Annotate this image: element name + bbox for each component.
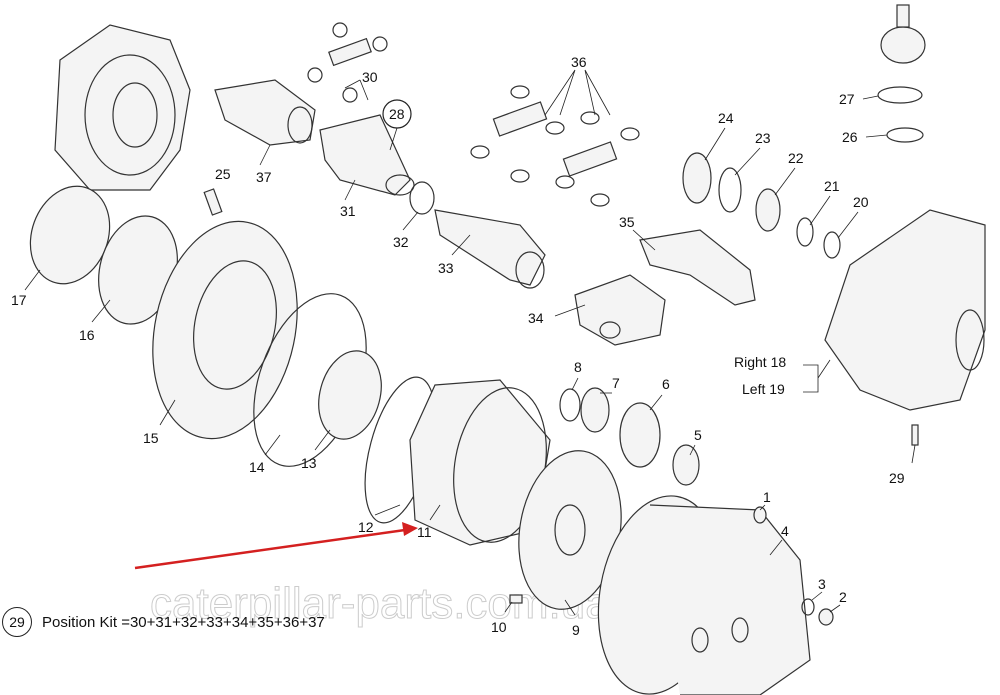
label-23: 23: [755, 130, 771, 146]
bearing-7: [580, 387, 610, 433]
bearing-13: [318, 350, 382, 440]
label-13: 13: [301, 455, 317, 471]
seal-24: [682, 152, 712, 204]
universal-joint-yoke-37: [214, 79, 316, 146]
label-8: 8: [574, 359, 582, 375]
label-36: 36: [571, 54, 587, 70]
label-32: 32: [393, 234, 409, 250]
ring-23: [718, 167, 742, 213]
label-5: 5: [694, 427, 702, 443]
pin-10: [509, 594, 523, 604]
cross-kit-36: [470, 85, 640, 207]
wheel-hub-15: [152, 220, 298, 440]
steering-knuckle-18-19: [824, 209, 986, 411]
callout-labels: 30 36 28 24 23 22 21 20 27 26 37 25 31 3…: [11, 54, 905, 638]
planetary-housing-4: [597, 495, 811, 695]
planetary-carrier-housing: [54, 24, 191, 191]
kingpin-cap: [880, 4, 926, 64]
o-ring-32: [409, 181, 435, 215]
cross-30: [307, 22, 388, 103]
kit-description: Position Kit =30+31+32+33+34+35+36+37: [42, 613, 325, 631]
label-33: 33: [438, 260, 454, 276]
label-14: 14: [249, 459, 265, 475]
label-34: 34: [528, 310, 544, 326]
label-17: 17: [11, 292, 27, 308]
label-28-circle: [382, 99, 412, 129]
ring-8: [559, 388, 581, 422]
label-26: 26: [842, 129, 858, 145]
label-9: 9: [572, 622, 580, 638]
label-12: 12: [358, 519, 374, 535]
label-29: 29: [889, 470, 905, 486]
label-30: 30: [362, 69, 378, 85]
slip-yoke-31: [319, 114, 415, 196]
plug-1: [753, 506, 767, 524]
label-15: 15: [143, 430, 159, 446]
label-10: 10: [491, 619, 507, 635]
yoke-34: [574, 274, 666, 346]
label-6: 6: [662, 376, 670, 392]
label-18-right: Right 18: [734, 354, 786, 370]
position-kit-note: 29 Position Kit =30+31+32+33+34+35+36+37: [2, 607, 325, 637]
gear-6: [619, 402, 661, 468]
label-19-left: Left 19: [742, 381, 785, 397]
label-1: 1: [763, 489, 771, 505]
label-27: 27: [839, 91, 855, 107]
leader-lines: [24, 69, 916, 616]
label-22: 22: [788, 150, 804, 166]
bearing-5: [672, 444, 700, 486]
label-37: 37: [256, 169, 272, 185]
label-3: 3: [818, 576, 826, 592]
label-21: 21: [824, 178, 840, 194]
label-4: 4: [781, 523, 789, 539]
label-20: 20: [853, 194, 869, 210]
label-28: 28: [389, 106, 405, 122]
yoke-35: [639, 229, 756, 306]
plug-2: [818, 608, 834, 626]
label-24: 24: [718, 110, 734, 126]
ring-21: [796, 217, 814, 247]
label-25: 25: [215, 166, 231, 182]
kit-number-circle: 29: [2, 607, 32, 637]
ring-26: [886, 127, 924, 143]
label-16: 16: [79, 327, 95, 343]
bolt-29: [911, 424, 919, 446]
label-31: 31: [340, 203, 356, 219]
label-7: 7: [612, 375, 620, 391]
stud-25: [203, 188, 223, 216]
shaft-33: [434, 209, 546, 289]
bearing-22: [755, 188, 781, 232]
ring-20: [823, 231, 841, 259]
o-ring-27: [877, 86, 923, 104]
label-2: 2: [839, 589, 847, 605]
label-35: 35: [619, 214, 635, 230]
red-pointer-arrow: [134, 522, 418, 570]
label-11: 11: [417, 524, 432, 540]
washer-3: [801, 598, 815, 616]
